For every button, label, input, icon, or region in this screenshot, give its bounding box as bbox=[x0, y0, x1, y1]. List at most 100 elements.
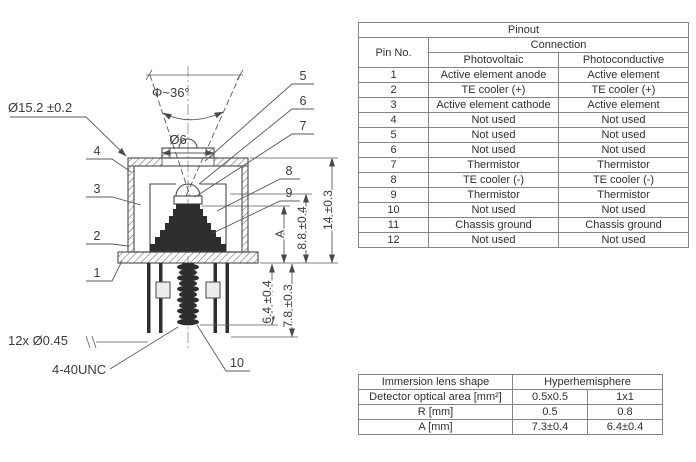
acceptance-cone: Φ~36° bbox=[145, 69, 244, 197]
callout-3: 3 bbox=[94, 182, 101, 196]
pinout-col-photovoltaic: Photovoltaic bbox=[428, 52, 559, 68]
lens-row-label: A [mm] bbox=[358, 419, 513, 435]
photoconductive-value: Chassis ground bbox=[558, 217, 689, 233]
pin-number: 5 bbox=[358, 127, 429, 143]
pinout-row: 3 Active element cathode Active element bbox=[358, 97, 689, 113]
pinout-header-row: Pin No. Connection bbox=[358, 37, 689, 68]
dim-a-label: A bbox=[273, 230, 287, 238]
pinout-row: 1 Active element anode Active element bbox=[358, 67, 689, 83]
lens-value-1: 7.3±0.4 bbox=[512, 419, 588, 435]
lens-value-1: 0.5x0.5 bbox=[512, 389, 588, 405]
callout-1: 1 bbox=[94, 266, 101, 280]
photovoltaic-value: Active element anode bbox=[428, 67, 559, 83]
window-diameter-label: Ø6 bbox=[169, 132, 186, 147]
pinout-row: 6 Not used Not used bbox=[358, 142, 689, 158]
lens-header-row: Immersion lens shape Hyperhemisphere bbox=[358, 374, 664, 390]
thread-label: 4-40UNC bbox=[52, 362, 106, 377]
bottom-dimensions: 6.4 ±0.4 7.8 ±0.3 bbox=[200, 263, 298, 338]
photovoltaic-value: Not used bbox=[428, 232, 559, 248]
pinout-title-row: Pinout bbox=[358, 22, 689, 38]
photoconductive-value: TE cooler (-) bbox=[558, 172, 689, 188]
pinout-row: 9 Thermistor Thermistor bbox=[358, 187, 689, 203]
lens-row: R [mm] 0.5 0.8 bbox=[358, 404, 664, 420]
pin-number: 12 bbox=[358, 232, 429, 248]
photovoltaic-value: Not used bbox=[428, 127, 559, 143]
package-diameter-dimension: Ø15.2 ±0.2 bbox=[8, 100, 127, 157]
lens-value-2: 1x1 bbox=[586, 389, 664, 405]
pin-length-label: 7.8 ±0.3 bbox=[281, 284, 295, 328]
photovoltaic-value: Not used bbox=[428, 202, 559, 218]
lens-row: Detector optical area [mm²] 0.5x0.5 1x1 bbox=[358, 389, 664, 405]
photovoltaic-value: Thermistor bbox=[428, 157, 559, 173]
photovoltaic-value: Thermistor bbox=[428, 187, 559, 203]
pin-diameter-dimension: 12x Ø0.45 bbox=[8, 333, 148, 349]
photoconductive-value: Not used bbox=[558, 112, 689, 128]
lens-value-2: 6.4±0.4 bbox=[586, 419, 664, 435]
lens-row-label: R [mm] bbox=[358, 404, 513, 420]
photoconductive-value: Not used bbox=[558, 127, 689, 143]
pinout-row: 10 Not used Not used bbox=[358, 202, 689, 218]
callout-7: 7 bbox=[300, 119, 307, 133]
pinout-col-pin-no: Pin No. bbox=[358, 37, 429, 68]
base-flange bbox=[117, 251, 259, 264]
callout-10: 10 bbox=[230, 356, 244, 370]
pin-number: 2 bbox=[358, 82, 429, 98]
pinout-row: 12 Not used Not used bbox=[358, 232, 689, 248]
pin-number: 4 bbox=[358, 112, 429, 128]
photovoltaic-value: TE cooler (+) bbox=[428, 82, 559, 98]
pin-number: 7 bbox=[358, 157, 429, 173]
photoconductive-value: TE cooler (+) bbox=[558, 82, 689, 98]
pin-number: 11 bbox=[358, 217, 429, 233]
te-cooler-stack bbox=[150, 204, 226, 252]
photovoltaic-value: Not used bbox=[428, 142, 559, 158]
callout-6: 6 bbox=[300, 94, 307, 108]
pinout-row: 4 Not used Not used bbox=[358, 112, 689, 128]
cold-shield bbox=[149, 183, 227, 252]
pin-number: 9 bbox=[358, 187, 429, 203]
photoconductive-value: Not used bbox=[558, 232, 689, 248]
threaded-stud bbox=[177, 263, 199, 326]
callout-8: 8 bbox=[286, 164, 293, 178]
pinout-row: 7 Thermistor Thermistor bbox=[358, 157, 689, 173]
photoconductive-value: Thermistor bbox=[558, 187, 689, 203]
photovoltaic-value: Active element cathode bbox=[428, 97, 559, 113]
pinout-row: 11 Chassis ground Chassis ground bbox=[358, 217, 689, 233]
photoconductive-value: Not used bbox=[558, 142, 689, 158]
pinout-title: Pinout bbox=[358, 22, 689, 38]
pinout-table: Pinout Pin No. Connection Photovoltaic P… bbox=[358, 22, 689, 248]
lens-type-header: Hyperhemisphere bbox=[511, 374, 664, 390]
lens-value-1: 0.5 bbox=[512, 404, 588, 420]
height-dimensions: 14 ±0.3 8.8 ±0.4 A bbox=[202, 157, 338, 264]
cone-angle-label: Φ~36° bbox=[152, 85, 190, 100]
thread-dimension: 4-40UNC bbox=[52, 326, 179, 377]
stud-length-label: 6.4 ±0.4 bbox=[260, 280, 274, 324]
pin-number: 1 bbox=[358, 67, 429, 83]
window-cap: Ø6 bbox=[161, 132, 215, 159]
pin-number: 6 bbox=[358, 142, 429, 158]
pin-number: 10 bbox=[358, 202, 429, 218]
photovoltaic-value: Chassis ground bbox=[428, 217, 559, 233]
callout-9: 9 bbox=[286, 186, 293, 200]
pin-number: 3 bbox=[358, 97, 429, 113]
photoconductive-value: Active element bbox=[558, 67, 689, 83]
lens-row-label: Detector optical area [mm²] bbox=[358, 389, 513, 405]
photoconductive-value: Not used bbox=[558, 202, 689, 218]
pin-number: 8 bbox=[358, 172, 429, 188]
callout-5: 5 bbox=[300, 69, 307, 83]
photoconductive-value: Thermistor bbox=[558, 157, 689, 173]
element-height-label: 8.8 ±0.4 bbox=[295, 206, 309, 250]
total-height-label: 14 ±0.3 bbox=[321, 190, 335, 230]
photoconductive-value: Active element bbox=[558, 97, 689, 113]
detector-technical-drawing: Φ~36° Ø6 bbox=[8, 66, 338, 377]
pinout-subheader-row: Photovoltaic Photoconductive bbox=[359, 52, 689, 68]
callout-2: 2 bbox=[94, 229, 101, 243]
pinout-row: 5 Not used Not used bbox=[358, 127, 689, 143]
lead-pins bbox=[147, 263, 229, 333]
lens-row: A [mm] 7.3±0.4 6.4±0.4 bbox=[358, 419, 664, 435]
lens-shape-header: Immersion lens shape bbox=[358, 374, 513, 390]
lens-table: Immersion lens shape Hyperhemisphere Det… bbox=[358, 374, 664, 435]
photovoltaic-value: TE cooler (-) bbox=[428, 172, 559, 188]
pinout-col-photoconductive: Photoconductive bbox=[558, 52, 689, 68]
pin-diameter-label: 12x Ø0.45 bbox=[8, 333, 68, 348]
